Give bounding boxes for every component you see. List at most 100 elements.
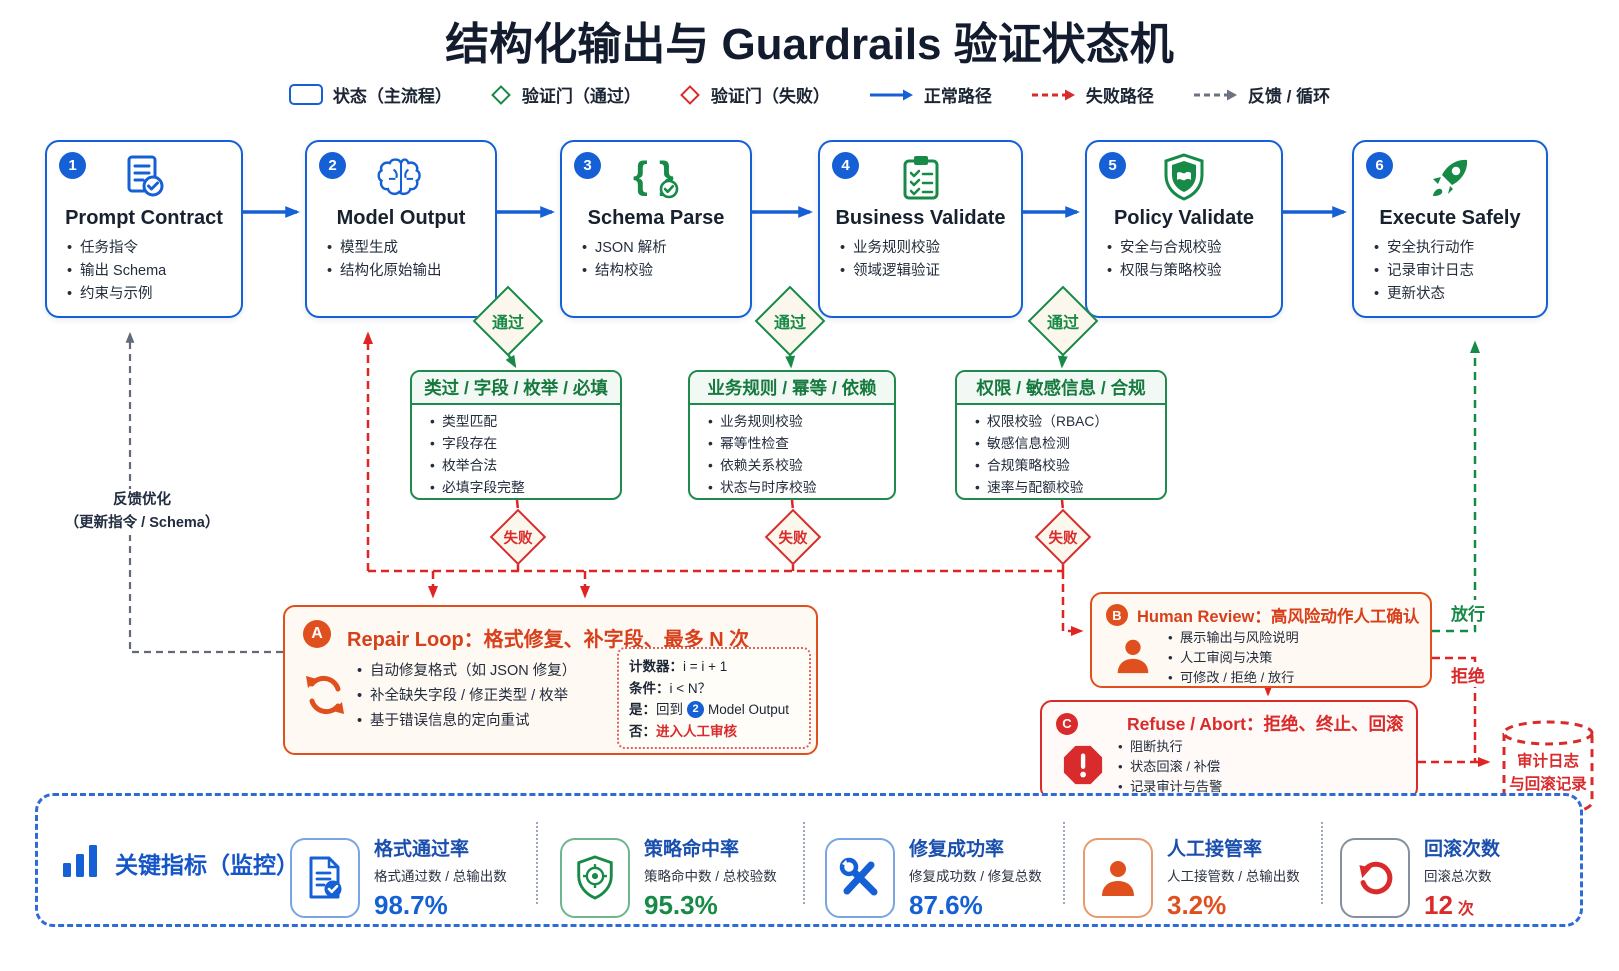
bullet-item: 敏感信息检测 [975,433,1157,455]
metric-card-repair-success-rate: 修复成功率 修复成功数 / 修复总数 87.6% [825,838,1042,921]
stop-icon [1062,744,1104,791]
divider [803,822,805,904]
state-box-policy-validate: 5 Policy Validate 安全与合规校验 权限与策略校验 [1085,140,1283,318]
value-unit: 次 [1457,901,1474,918]
legend-item-fail-path: 失败路径 [1030,82,1154,107]
badge-b: B [1106,604,1128,626]
legend-label: 正常路径 [923,87,992,106]
audit-log-label: 审计日志 与回滚记录 [1497,750,1599,796]
brain-icon [307,150,495,204]
metric-formula: 回滚总次数 [1424,869,1492,884]
red-dashed-arrow-icon [1031,89,1075,100]
bullet-item: 人工审阅与决策 [1168,648,1299,668]
step-2-badge: 2 [687,701,704,719]
fail-gate-diamond-1: 失败 [488,508,548,566]
divider [1063,822,1065,904]
bullet-item: 结构校验 [582,260,740,283]
step-number-badge: 3 [574,152,601,179]
blue-arrow-icon [869,89,913,100]
legend-item-feedback: 反馈 / 循环 [1192,82,1330,107]
state-box-business-validate: 4 Business Validate 业务规则校验 领域逻辑验证 [818,140,1023,318]
state-box-schema-parse: 3 {} Schema Parse JSON 解析 结构校验 [560,140,752,318]
gate-bullets: 类型匹配 字段存在 枚举合法 必填字段完整 [412,405,620,498]
legend-label: 验证门（失败） [710,87,830,106]
state-bullets: 安全执行动作 记录审计日志 更新状态 [1354,237,1546,306]
human-review-title: Human Review：高风险动作人工确认 [1137,608,1420,626]
metric-formula: 策略命中数 / 总校验数 [644,869,777,884]
metrics-header: 关键指标（监控） [60,840,299,885]
value-number: 87.6% [909,890,983,920]
legend: 状态（主流程） 验证门（通过） 验证门（失败） 正常路径 失败路径 反馈 / 循… [0,82,1619,107]
gray-dashed-arrow-icon [1193,89,1237,100]
state-title: Execute Safely [1379,207,1521,229]
bullet-item: 阻断执行 [1118,737,1222,757]
refuse-abort-header: C Refuse / Abort：拒绝、终止、回滚 [1056,711,1406,736]
no-label: 否： [629,723,656,739]
bullet-item: JSON 解析 [582,237,740,260]
metric-value: 3.2% [1167,890,1300,921]
state-bullets: 模型生成 结构化原始输出 [307,237,495,283]
pass-label: 通过 [773,315,806,332]
fail-gate-diamond-3: 失败 [1033,508,1093,566]
bullet-item: 字段存在 [430,433,612,455]
metrics-bar: 关键指标（监控） 格式通过率 格式通过数 / 总输出数 98.7% 策略命中率 [35,793,1583,927]
gate-header: 业务规则 / 幂等 / 依赖 [690,372,894,405]
legend-label: 反馈 / 循环 [1247,87,1331,106]
metric-value: 87.6% [909,890,1042,921]
bullet-item: 自动修复格式（如 JSON 修复） [357,659,576,684]
counter-label: 计数器： [629,659,683,674]
state-title: Policy Validate [1113,207,1255,229]
counter-value: i = i + 1 [683,659,728,674]
step-number-badge: 5 [1099,152,1126,179]
yes-text: 回到 [656,702,683,717]
value-number: 98.7% [374,890,448,920]
refuse-abort-box: C Refuse / Abort：拒绝、终止、回滚 阻断执行 状态回滚 / 补偿… [1040,700,1418,800]
state-bullets: 业务规则校验 领域逻辑验证 [820,237,1021,283]
person-icon [1083,838,1153,918]
yes-label: 是： [629,702,656,717]
state-bullets: 任务指令 输出 Schema 约束与示例 [47,237,241,306]
bullet-item: 更新状态 [1374,283,1536,306]
bullet-item: 基于错误信息的定向重试 [357,709,576,734]
pass-label: 通过 [491,315,524,332]
human-review-body: 展示输出与风险说明 人工审阅与决策 可修改 / 拒绝 / 放行 [1106,628,1420,688]
state-box-prompt-contract: 1 Prompt Contract 任务指令 输出 Schema 约束与示例 [45,140,243,318]
feedback-line-1: 反馈优化 [113,492,171,508]
bullet-item: 补全缺失字段 / 修正类型 / 枚举 [357,684,576,709]
bullet-item: 约束与示例 [67,283,231,306]
gate-box-business: 业务规则 / 幂等 / 依赖 业务规则校验 幂等性检查 依赖关系校验 状态与时序… [688,370,896,500]
refuse-abort-bullets: 阻断执行 状态回滚 / 补偿 记录审计与告警 [1118,737,1222,797]
legend-item-gate-fail: 验证门（失败） [679,82,830,107]
metric-text: 修复成功率 修复成功数 / 修复总数 87.6% [909,838,1042,921]
metric-card-format-pass-rate: 格式通过率 格式通过数 / 总输出数 98.7% [290,838,507,921]
tools-icon [825,838,895,918]
refuse-abort-body: 阻断执行 状态回滚 / 补偿 记录审计与告警 [1056,737,1406,797]
yes-target: Model Output [708,702,790,717]
yes-line: 是：回到 2 Model Output [629,699,799,721]
bullet-item: 记录审计日志 [1374,260,1536,283]
release-path [1432,340,1480,633]
metric-name: 回滚次数 [1424,839,1501,860]
repair-loop-box: A Repair Loop：格式修复、补字段、最多 N 次 自动修复格式（如 J… [283,605,818,755]
metric-formula: 修复成功数 / 修复总数 [909,869,1042,884]
metric-text: 策略命中率 策略命中数 / 总校验数 95.3% [644,838,777,921]
bullet-item: 安全与合规校验 [1107,237,1271,260]
bullet-item: 必填字段完整 [430,477,612,498]
state-bullets: 安全与合规校验 权限与策略校验 [1087,237,1281,283]
bar-chart-icon [60,840,102,885]
svg-text:{: { [633,155,648,197]
metric-name: 策略命中率 [644,839,740,860]
feedback-line-2: （更新指令 / Schema） [64,515,220,531]
bullet-item: 任务指令 [67,237,231,260]
legend-label: 验证门（通过） [521,87,641,106]
human-review-bullets: 展示输出与风险说明 人工审阅与决策 可修改 / 拒绝 / 放行 [1168,628,1299,688]
rollback-icon [1340,838,1410,918]
fail-label: 失败 [503,530,533,547]
reject-label: 拒绝 [1448,662,1488,687]
step-number-badge: 6 [1366,152,1393,179]
page-title: 结构化输出与 Guardrails 验证状态机 [445,20,1174,69]
condition-line: 条件：i < N？ [629,678,799,700]
pass-diamond-icon [491,84,511,105]
